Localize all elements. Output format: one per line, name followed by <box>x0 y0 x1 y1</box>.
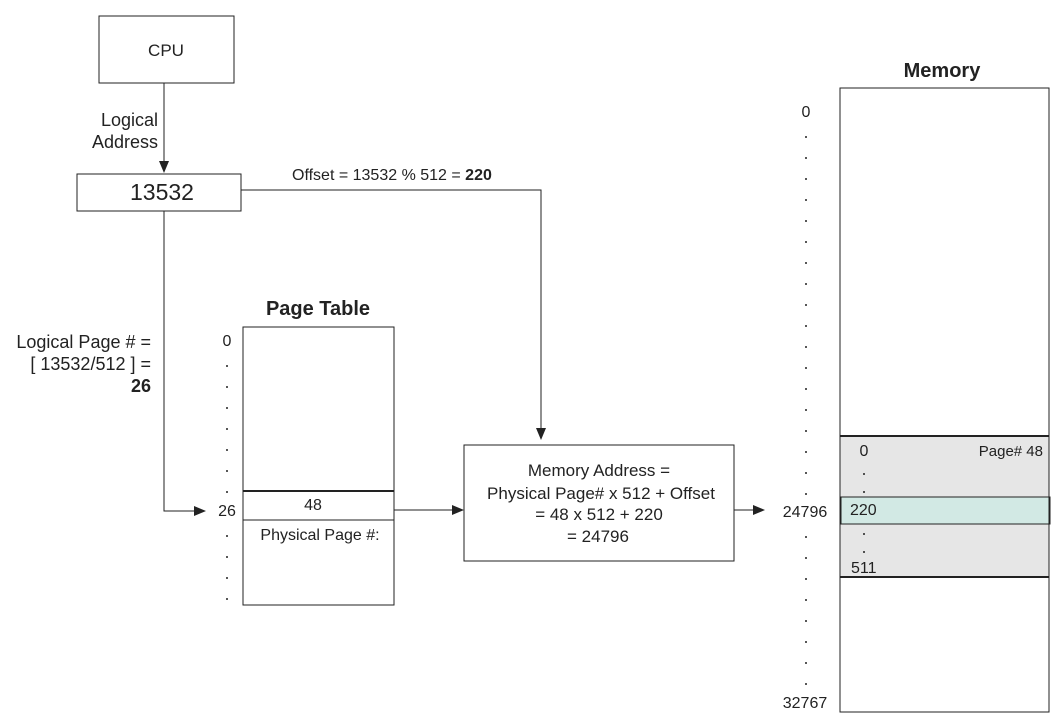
logical-page-result: 26 <box>131 376 151 396</box>
memory-address-line1: Memory Address = <box>528 461 670 480</box>
memory-page-offset: 220 <box>850 502 877 519</box>
logical-page-arrow <box>163 211 206 516</box>
memory-title: Memory <box>904 60 982 82</box>
offset-result: 220 <box>465 167 492 184</box>
logical-address-label-line2: Address <box>92 132 158 152</box>
memory-page-dots <box>863 473 865 553</box>
memory-index-dots <box>805 136 807 685</box>
page-table-index-entry: 26 <box>218 503 236 520</box>
memory-index-target: 24796 <box>783 504 828 521</box>
memory-address-line2: Physical Page# x 512 + Offset <box>487 484 715 503</box>
page-table-index-dots <box>226 365 228 600</box>
logical-page-line1: Logical Page # = <box>16 332 151 352</box>
page-table-entry-value: 48 <box>304 497 322 514</box>
page-table-index-start: 0 <box>223 333 232 350</box>
memory-address-line4: = 24796 <box>567 527 629 546</box>
logical-page-line2: [ 13532/512 ] = <box>30 354 151 374</box>
memory-page-start: 0 <box>860 443 869 460</box>
memory-address-line3: = 48 x 512 + 220 <box>535 505 663 524</box>
memory-page-label: Page# 48 <box>979 443 1043 460</box>
logical-address-box <box>76 173 242 212</box>
memory-index-start: 0 <box>802 104 811 121</box>
page-table-title: Page Table <box>266 298 370 320</box>
offset-label-prefix: Offset = 13532 % 512 = <box>292 167 465 184</box>
logical-address-value: 13532 <box>130 179 194 205</box>
logical-address-label-line1: Logical <box>101 110 158 130</box>
memory-box <box>839 87 1050 713</box>
memory-index-end: 32767 <box>783 695 828 712</box>
memory-offset-cell <box>840 496 1051 525</box>
memory-address-box <box>463 444 735 562</box>
cpu-label: CPU <box>148 41 184 60</box>
offset-label: Offset = 13532 % 512 = 220 <box>292 167 492 184</box>
cpu-box <box>98 15 235 84</box>
memory-box-outline <box>839 87 1050 713</box>
page-table-box <box>242 326 395 606</box>
page-table-entry-caption: Physical Page #: <box>260 527 379 544</box>
offset-arrow <box>241 189 546 440</box>
memory-page-end: 511 <box>851 560 877 577</box>
